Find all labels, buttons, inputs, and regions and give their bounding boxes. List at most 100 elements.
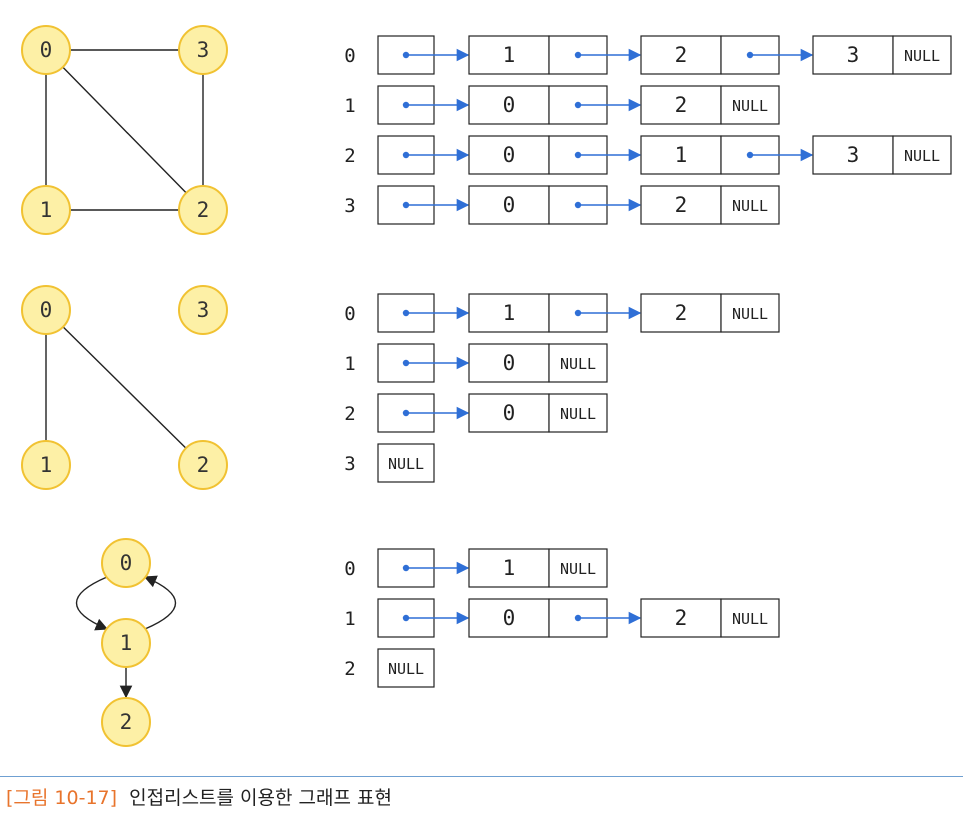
vertex-circle	[178, 185, 228, 235]
vertex-circle	[178, 285, 228, 335]
list-node-value: 0	[503, 606, 516, 630]
vertex-node: 2	[178, 440, 228, 490]
edge-1-0	[143, 575, 176, 630]
vertex-circle	[21, 440, 71, 490]
vertex-node: 2	[178, 185, 228, 235]
list-node-value: 1	[675, 143, 688, 167]
list-node-value: 0	[503, 93, 516, 117]
head-pointer-box	[377, 443, 435, 483]
row-index-label: 0	[344, 303, 355, 325]
list-node-value: 3	[847, 43, 860, 67]
list-row: 0 1 2 3 NULL	[344, 35, 952, 75]
vertex-node: 1	[101, 618, 151, 668]
vertex-circle	[21, 25, 71, 75]
vertex-label: 1	[120, 631, 133, 655]
list-node-value-cell	[468, 343, 550, 383]
null-marker: NULL	[388, 455, 424, 473]
list-node-value: 2	[675, 301, 688, 325]
list-node-link-cell	[720, 85, 780, 125]
null-marker: NULL	[904, 147, 940, 165]
null-marker: NULL	[388, 660, 424, 678]
head-pointer-box	[377, 648, 435, 688]
list-node-value-cell	[812, 35, 894, 75]
row-index-label: 0	[344, 558, 355, 580]
list-node-link-cell	[548, 548, 608, 588]
null-marker: NULL	[560, 355, 596, 373]
list-node-link-cell	[720, 293, 780, 333]
null-marker: NULL	[732, 97, 768, 115]
list-row: 1 0 2 NULL	[344, 85, 780, 125]
list-node-value-cell	[812, 135, 894, 175]
vertex-circle	[178, 25, 228, 75]
caption-divider	[0, 776, 963, 777]
vertex-circle	[101, 697, 151, 747]
vertex-label: 3	[197, 298, 210, 322]
list-node-link-cell	[892, 35, 952, 75]
null-marker: NULL	[560, 560, 596, 578]
list-node-link-cell	[548, 393, 608, 433]
vertex-circle	[101, 618, 151, 668]
list-node-value: 0	[503, 401, 516, 425]
list-node-value-cell	[640, 293, 722, 333]
vertex-label: 0	[120, 551, 133, 575]
row-index-label: 0	[344, 45, 355, 67]
vertex-label: 3	[197, 38, 210, 62]
vertex-circle	[178, 440, 228, 490]
row-index-label: 1	[344, 608, 355, 630]
vertex-circle	[21, 285, 71, 335]
list-node-value: 1	[503, 556, 516, 580]
list-node-link-cell	[720, 185, 780, 225]
vertex-label: 1	[40, 198, 53, 222]
vertex-node: 2	[101, 697, 151, 747]
vertex-circle	[21, 185, 71, 235]
vertex-label: 0	[40, 38, 53, 62]
list-node-value: 1	[503, 43, 516, 67]
vertex-label: 1	[40, 453, 53, 477]
vertex-node: 1	[21, 440, 71, 490]
list-row: 2 NULL	[344, 648, 435, 688]
list-node-value: 3	[847, 143, 860, 167]
row-index-label: 2	[344, 145, 355, 167]
list-node-value-cell	[640, 135, 722, 175]
vertex-node: 0	[101, 538, 151, 588]
vertex-circle	[101, 538, 151, 588]
null-marker: NULL	[732, 610, 768, 628]
list-node-value: 2	[675, 93, 688, 117]
null-marker: NULL	[732, 197, 768, 215]
list-node-link-cell	[892, 135, 952, 175]
list-node-value: 2	[675, 43, 688, 67]
list-row: 3 NULL	[344, 443, 435, 483]
row-index-label: 1	[344, 95, 355, 117]
caption-text: 인접리스트를 이용한 그래프 표현	[129, 787, 392, 809]
vertex-node: 0	[21, 25, 71, 75]
row-index-label: 2	[344, 658, 355, 680]
null-marker: NULL	[904, 47, 940, 65]
figure-caption: [그림 10-17] 인접리스트를 이용한 그래프 표현	[6, 783, 392, 810]
list-node-value-cell	[468, 598, 550, 638]
list-node-link-cell	[548, 343, 608, 383]
list-node-value-cell	[468, 85, 550, 125]
list-node-value-cell	[640, 85, 722, 125]
list-node-link-cell	[720, 598, 780, 638]
row-index-label: 2	[344, 403, 355, 425]
graph-0: 0 1 2 3	[21, 25, 228, 235]
vertex-label: 2	[120, 710, 133, 734]
list-node-value: 2	[675, 193, 688, 217]
list-node-value: 1	[503, 301, 516, 325]
list-row: 1 0 2 NULL	[344, 598, 780, 638]
list-node-value-cell	[468, 135, 550, 175]
row-index-label: 3	[344, 453, 355, 475]
list-node-value-cell	[468, 548, 550, 588]
list-node-value: 2	[675, 606, 688, 630]
list-node-value: 0	[503, 143, 516, 167]
list-row: 0 1 NULL	[344, 548, 608, 588]
list-node-value-cell	[640, 35, 722, 75]
edge-0-2	[45, 309, 204, 466]
